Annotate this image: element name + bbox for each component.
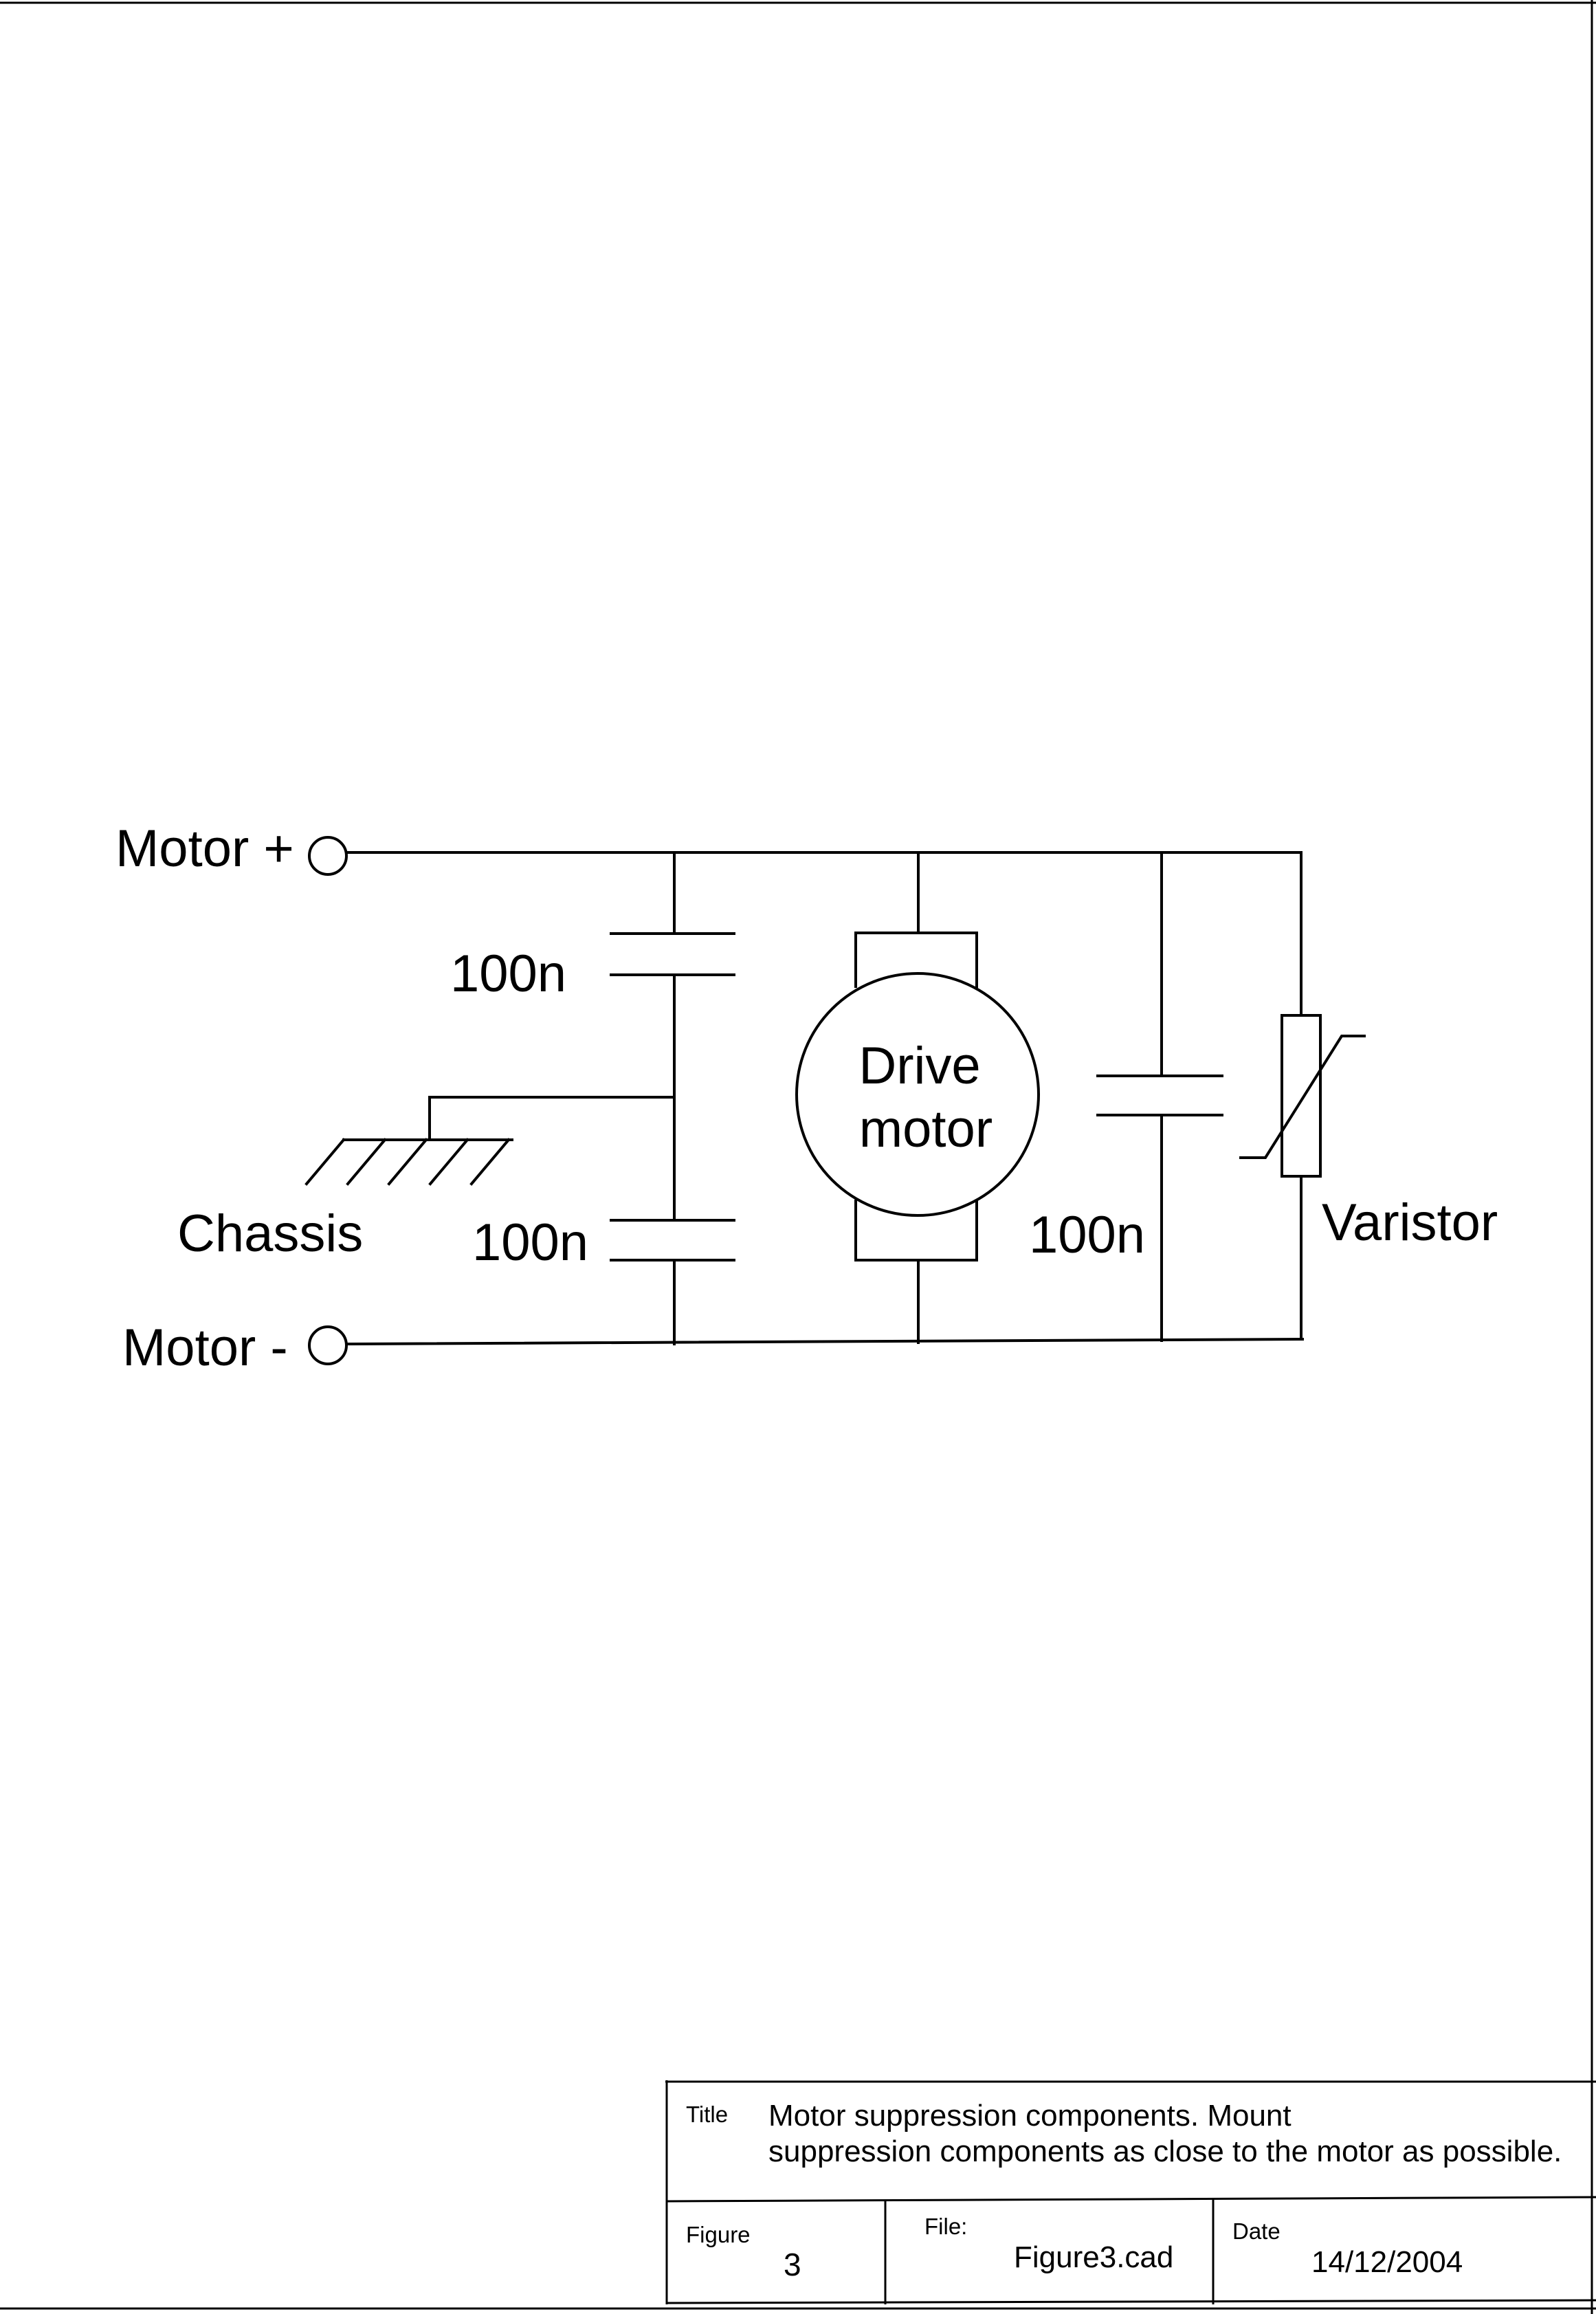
file-value: Figure3.cad <box>1014 2240 1173 2274</box>
drive-motor <box>795 851 1040 1344</box>
varistor-label: Varistor <box>1322 1193 1498 1252</box>
left-capacitor-branch <box>610 851 735 1345</box>
terminal-minus-label: Motor - <box>122 1319 288 1377</box>
date-value: 14/12/2004 <box>1311 2245 1463 2279</box>
date-caption: Date <box>1232 2218 1281 2244</box>
figure-caption: Figure <box>686 2222 751 2247</box>
terminal-minus <box>308 1325 348 1365</box>
chassis-ground-symbol <box>304 1096 676 1186</box>
negative-rail <box>344 1337 1305 1346</box>
chassis-label: Chassis <box>177 1204 363 1263</box>
title-text-line1: Motor suppression components. Mount <box>768 2099 1292 2133</box>
title-caption: Title <box>686 2102 728 2127</box>
terminal-plus <box>308 836 348 876</box>
title-block <box>665 2080 1596 2304</box>
title-text-line2: suppression components as close to the m… <box>768 2135 1562 2168</box>
right-capacitor <box>1096 851 1223 1342</box>
capacitor-top-left-label: 100n <box>450 945 566 1003</box>
motor-label-line2: motor <box>859 1100 993 1158</box>
terminal-plus-label: Motor + <box>115 819 294 878</box>
figure-value: 3 <box>784 2247 801 2282</box>
capacitor-right-label: 100n <box>1029 1206 1145 1264</box>
motor-label-line1: Drive <box>858 1037 980 1095</box>
file-caption: File: <box>924 2214 967 2239</box>
capacitor-bottom-left-label: 100n <box>472 1213 588 1272</box>
varistor <box>1239 851 1366 1341</box>
